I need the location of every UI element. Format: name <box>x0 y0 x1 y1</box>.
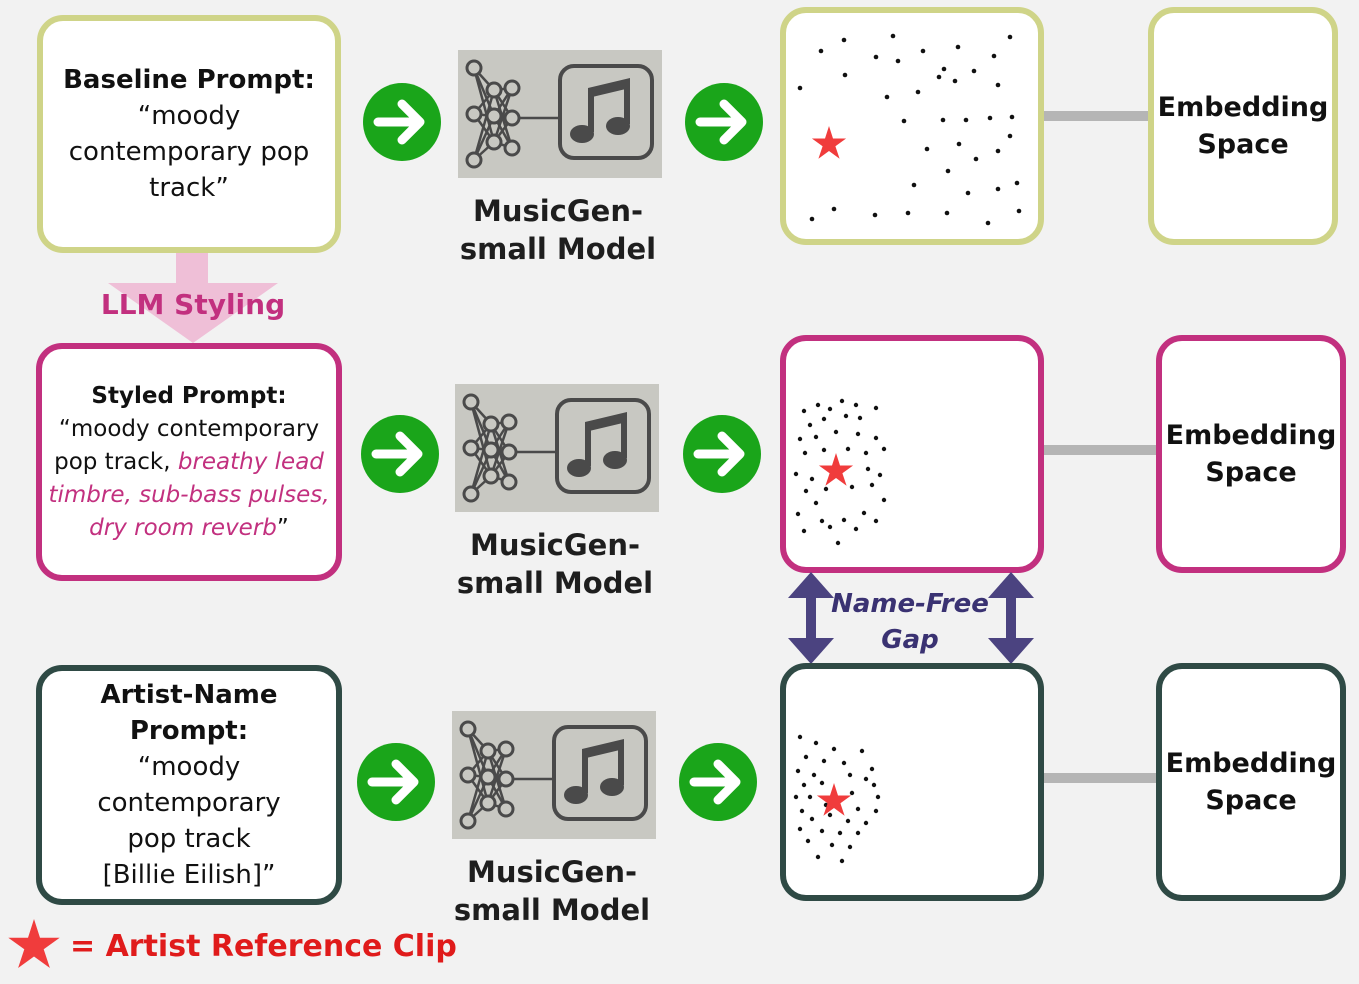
styled-prompt-text: “moody contemporary pop track, breathy l… <box>48 415 330 541</box>
embedding-scatter-artist-name <box>780 663 1044 901</box>
musicgen-model-icon <box>458 50 662 178</box>
embedding-scatter-baseline <box>780 7 1044 245</box>
double-arrow-icon <box>788 572 834 664</box>
model-label: MusicGen- small Model <box>459 194 657 266</box>
arrow-right-icon <box>683 415 761 493</box>
baseline-prompt-box: Baseline Prompt: “moody contemporary pop… <box>37 15 341 253</box>
llm-styling-label: LLM Styling <box>100 288 286 321</box>
artist-reference-star-icon <box>811 126 847 159</box>
embedding-space-box: Embedding Space <box>1156 335 1346 573</box>
legend-label: = Artist Reference Clip <box>70 928 457 964</box>
llm-styling-arrow-icon <box>108 253 278 343</box>
double-arrow-icon <box>988 572 1034 664</box>
arrow-right-icon <box>679 743 757 821</box>
baseline-prompt-title: Baseline Prompt: <box>63 65 315 95</box>
artist-name-prompt-title: Artist-Name Prompt: <box>100 680 278 746</box>
styled-prompt-title: Styled Prompt: <box>91 382 287 409</box>
name-free-gap-label: Name-Free Gap <box>831 589 989 655</box>
artist-name-prompt-text: “moody contemporary pop track [Billie Ei… <box>97 752 281 890</box>
model-label: MusicGen- small Model <box>456 528 654 600</box>
styled-prompt-box: Styled Prompt: “moody contemporary pop t… <box>36 343 342 581</box>
embedding-space-box: Embedding Space <box>1156 663 1346 901</box>
embedding-space-box: Embedding Space <box>1148 7 1338 245</box>
arrow-right-icon <box>685 83 763 161</box>
model-label: MusicGen- small Model <box>453 855 651 927</box>
musicgen-model-icon <box>452 711 656 839</box>
star-icon <box>8 919 60 968</box>
embedding-scatter-styled <box>780 335 1044 573</box>
arrow-right-icon <box>363 83 441 161</box>
styled-prompt-descriptors: breathy lead timbre, sub-bass pulses, dr… <box>48 448 330 541</box>
connector-line <box>1044 111 1148 121</box>
connector-line <box>1044 773 1156 783</box>
artist-reference-star-icon <box>818 453 854 486</box>
connector-line <box>1044 445 1156 455</box>
musicgen-model-icon <box>455 384 659 512</box>
arrow-right-icon <box>357 743 435 821</box>
arrow-right-icon <box>361 415 439 493</box>
legend: = Artist Reference Clip <box>6 918 457 974</box>
artist-name-prompt-box: Artist-Name Prompt: “moody contemporary … <box>36 665 342 905</box>
artist-reference-star-icon <box>816 783 852 816</box>
baseline-prompt-text: “moody contemporary pop track” <box>68 101 310 203</box>
